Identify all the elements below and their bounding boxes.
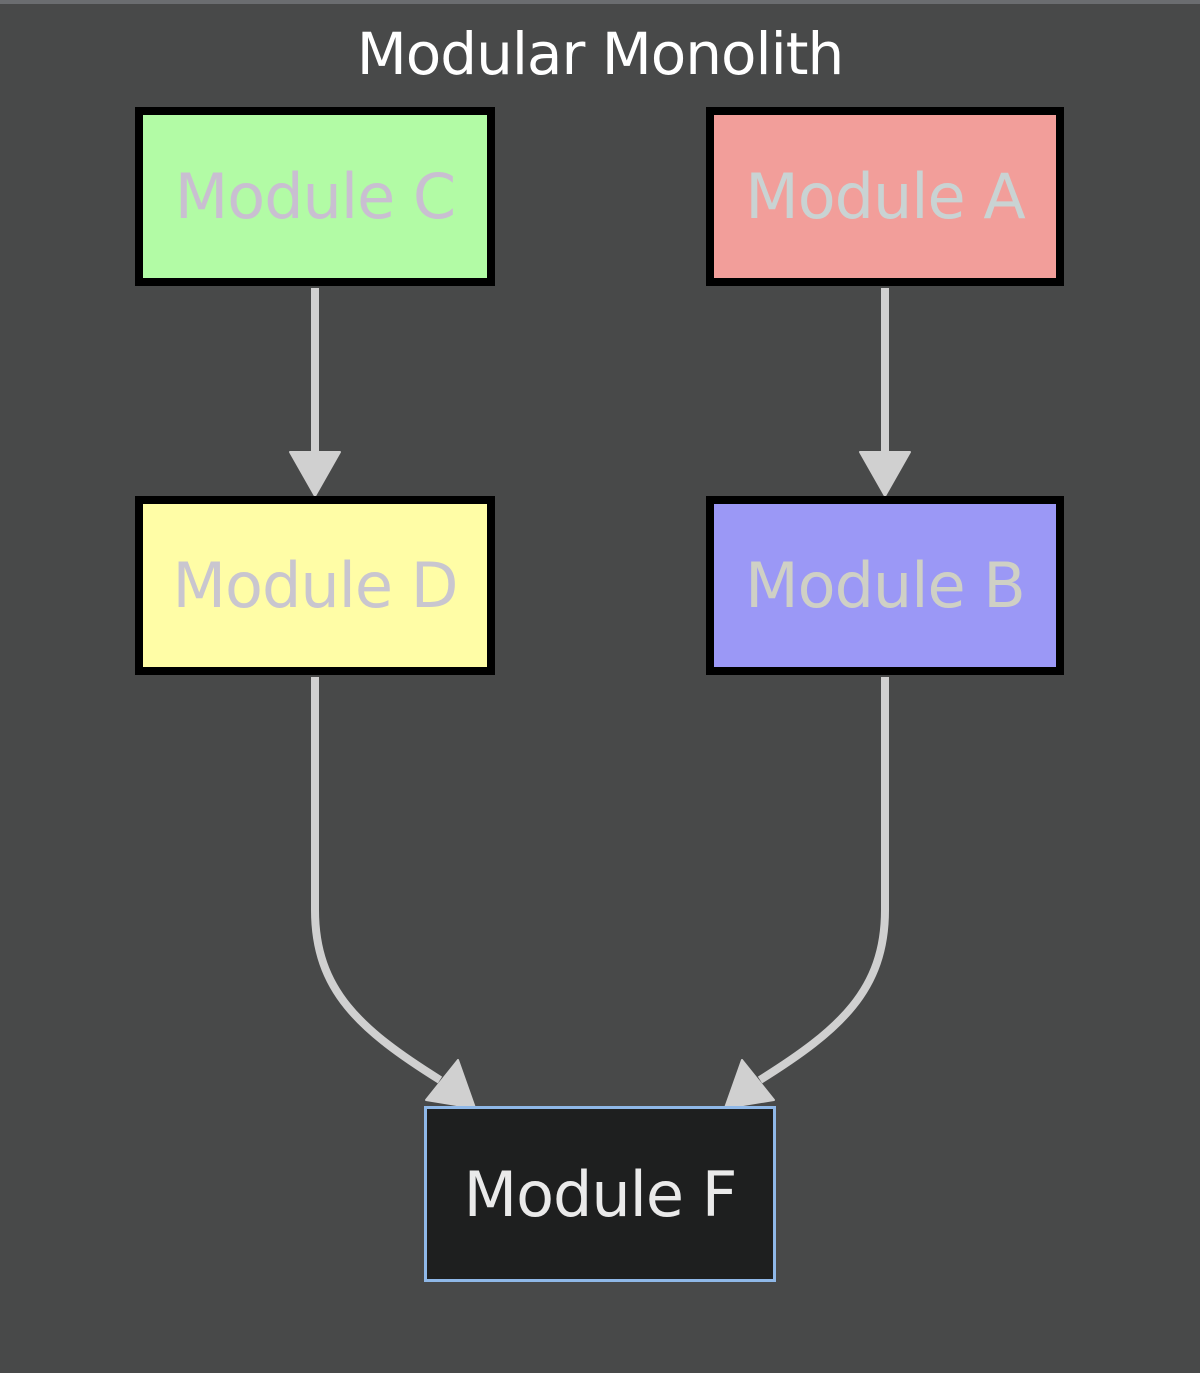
- node-module-f[interactable]: Module F: [424, 1106, 776, 1282]
- node-module-a[interactable]: Module A: [706, 107, 1064, 286]
- window-top-strip: [0, 0, 1200, 4]
- arrowhead-icon: [724, 1059, 775, 1109]
- node-module-d[interactable]: Module D: [135, 496, 495, 675]
- node-label: Module F: [463, 1157, 738, 1231]
- arrowhead-icon: [289, 451, 341, 497]
- node-module-b[interactable]: Module B: [706, 496, 1064, 675]
- node-label: Module A: [745, 160, 1026, 233]
- diagram-title: Modular Monolith: [356, 20, 845, 88]
- node-label: Module D: [172, 549, 459, 622]
- node-module-c[interactable]: Module C: [135, 107, 495, 286]
- arrowhead-icon: [859, 451, 911, 497]
- arrowhead-icon: [425, 1059, 476, 1109]
- edge-d-to-f: [311, 677, 443, 1084]
- edge-b-to-f: [757, 677, 889, 1084]
- node-label: Module B: [745, 549, 1026, 622]
- node-label: Module C: [174, 160, 456, 233]
